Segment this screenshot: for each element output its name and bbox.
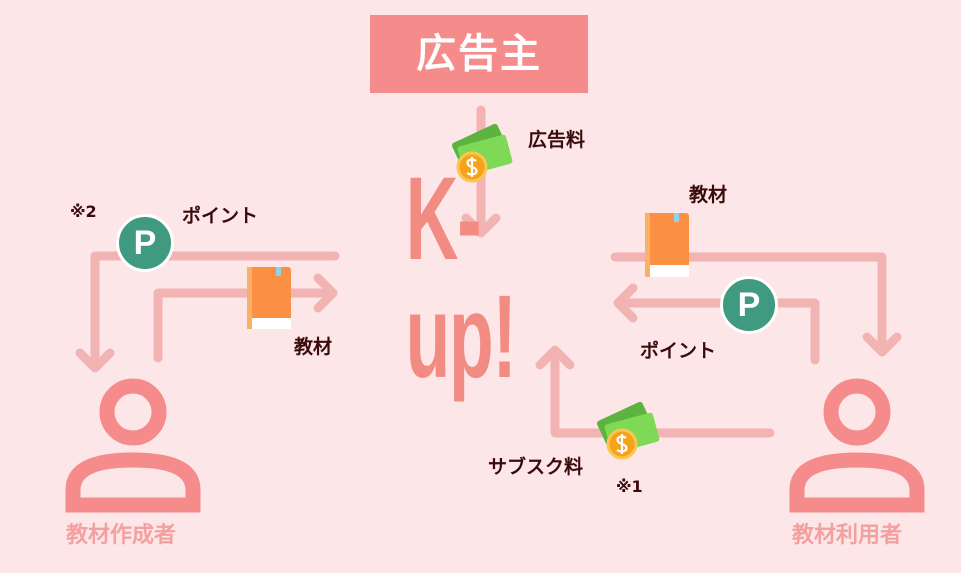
point-symbol: P xyxy=(737,286,761,324)
points-from-user-label: ポイント xyxy=(640,340,717,362)
arrow-kup-to-creator xyxy=(75,251,340,373)
note-2: ※2 xyxy=(70,202,97,221)
money-icon-ad-fee xyxy=(451,123,513,183)
point-icon-user: P xyxy=(720,276,778,334)
person-icon-user xyxy=(789,378,925,513)
ad-fee-label: 広告料 xyxy=(528,129,586,151)
subscription-fee-label: サブスク料 xyxy=(488,456,584,478)
point-symbol: P xyxy=(133,224,157,262)
brand-logo: K-up! xyxy=(360,160,600,396)
points-to-creator-label: ポイント xyxy=(182,205,259,227)
role-creator-label: 教材作成者 xyxy=(66,523,177,548)
material-to-user-label: 教材 xyxy=(689,184,728,206)
brand-name: K-up! xyxy=(405,153,517,403)
advertiser-label: 広告主 xyxy=(416,31,542,77)
book-icon-user xyxy=(645,213,689,277)
arrow-kup-to-user xyxy=(610,252,902,357)
book-icon-creator xyxy=(247,267,291,329)
note-1: ※1 xyxy=(616,477,643,496)
arrow-user-points-to-kup xyxy=(613,283,820,365)
advertiser-box: 広告主 xyxy=(370,15,588,93)
money-icon-subscription xyxy=(596,401,660,460)
point-icon-creator: P xyxy=(116,214,174,272)
role-user-label: 教材利用者 xyxy=(792,523,903,548)
material-from-creator-label: 教材 xyxy=(294,336,333,358)
person-icon-creator xyxy=(65,378,201,513)
arrow-user-subscription-to-kup xyxy=(535,345,775,438)
